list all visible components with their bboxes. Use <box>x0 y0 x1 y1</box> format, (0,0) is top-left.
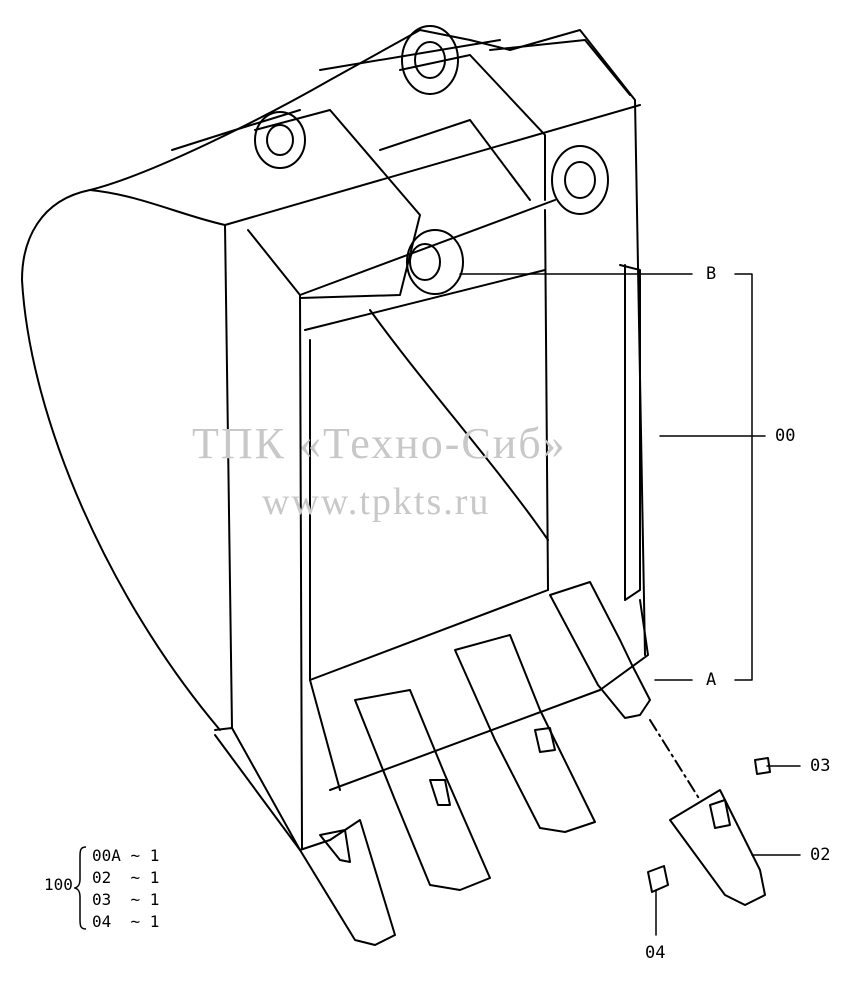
pin-part <box>647 865 669 893</box>
watermark-url: www.tpkts.ru <box>262 481 491 523</box>
bucket-teeth <box>299 581 651 946</box>
callout-a: A <box>706 670 717 690</box>
kit-row-1: 00A ~ 1 <box>92 846 160 865</box>
callout-03: 03 <box>810 756 831 776</box>
kit-row-2: 02 ~ 1 <box>92 868 160 887</box>
kit-row-4: 04 ~ 1 <box>92 912 160 931</box>
exploded-parts <box>647 719 771 906</box>
callout-b: B <box>706 264 717 284</box>
callout-00: 00 <box>775 426 796 446</box>
kit-number: 100 <box>44 875 73 894</box>
callout-04: 04 <box>645 943 666 963</box>
leader-lines <box>459 273 801 936</box>
kit-row-3: 03 ~ 1 <box>92 890 160 909</box>
tooth-part <box>669 789 766 906</box>
nut-part <box>754 757 771 775</box>
watermark-company: ТПК «Техно-Сиб» <box>192 419 567 468</box>
kit-brace <box>74 846 87 930</box>
hinge-brackets <box>254 25 609 299</box>
callout-02: 02 <box>810 845 831 865</box>
